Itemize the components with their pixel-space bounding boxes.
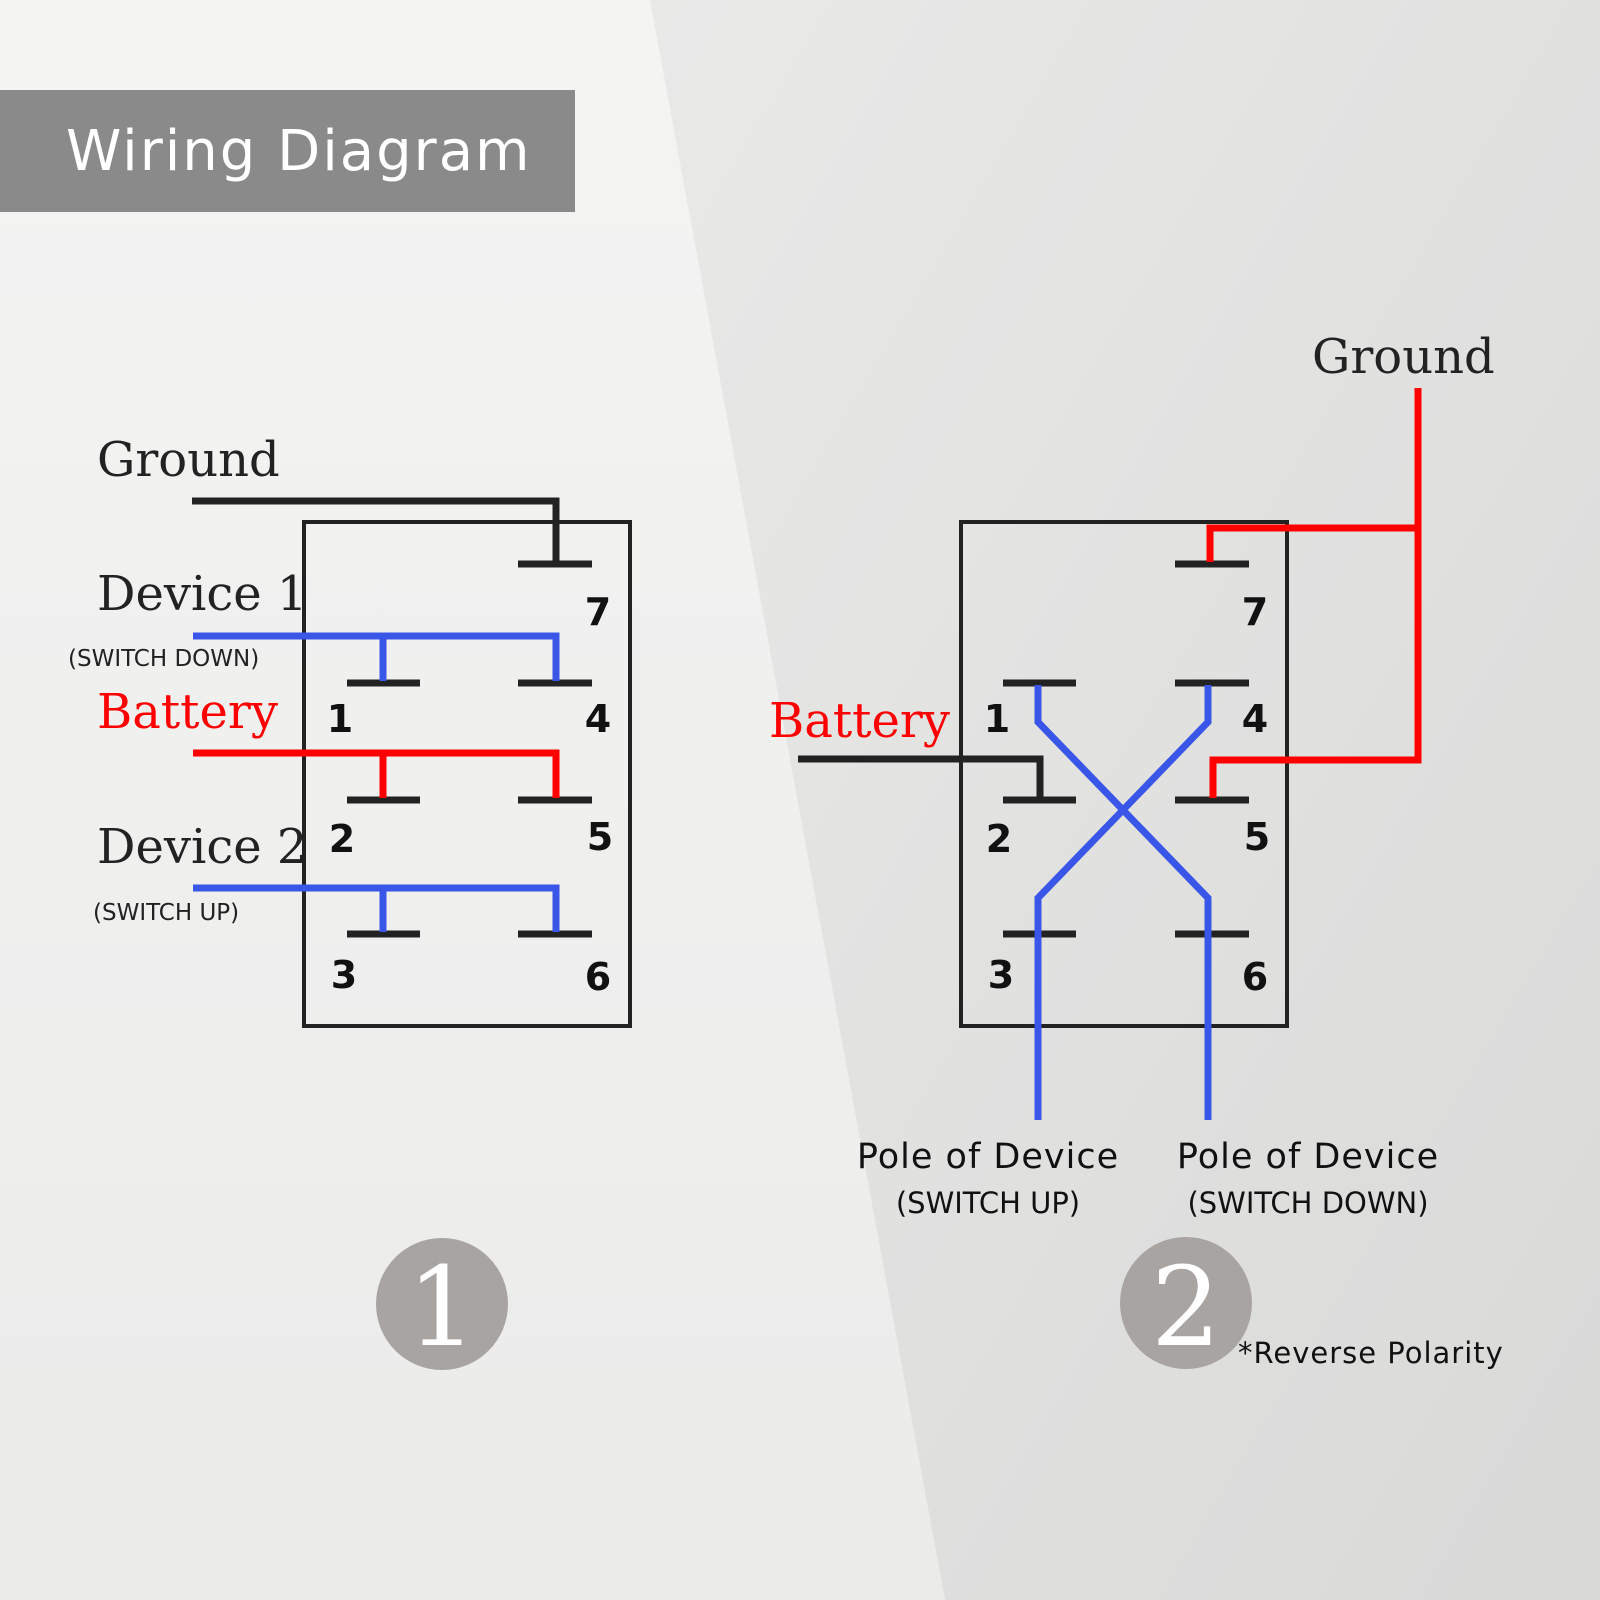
terminal-label-7: 7 — [585, 590, 611, 634]
device1-label: Device 1 — [97, 566, 307, 622]
pole-down-label: Pole of Device — [1177, 1137, 1439, 1177]
terminal-label-4-2: 4 — [1242, 697, 1268, 741]
ground-label-2: Ground — [1312, 329, 1495, 385]
device2-wire — [193, 884, 560, 932]
battery-label-2: Battery — [769, 693, 950, 749]
terminal-bars-1 — [347, 560, 592, 938]
device2-note: (SWITCH UP) — [93, 900, 239, 926]
terminal-label-1: 1 — [327, 697, 353, 741]
terminal-label-6-2: 6 — [1242, 955, 1268, 999]
battery-label-1: Battery — [97, 684, 278, 740]
reverse-polarity-note: *Reverse Polarity — [1238, 1336, 1504, 1370]
badge-2 — [1120, 1237, 1252, 1369]
ground-label-1: Ground — [97, 432, 280, 488]
badge-1 — [376, 1238, 508, 1370]
page-title: Wiring Diagram — [66, 119, 532, 184]
pole-up-label: Pole of Device — [857, 1137, 1119, 1177]
terminal-bars-2 — [1003, 560, 1249, 938]
device1-wire — [193, 632, 560, 681]
terminal-label-3: 3 — [331, 953, 357, 997]
pole-up-note: (SWITCH UP) — [896, 1186, 1080, 1220]
battery-wire-2 — [798, 755, 1044, 798]
pole-down-note: (SWITCH DOWN) — [1187, 1186, 1428, 1220]
terminal-label-7-2: 7 — [1242, 590, 1268, 634]
terminal-label-4: 4 — [585, 697, 611, 741]
terminal-label-6: 6 — [585, 955, 611, 999]
background-right-panel — [650, 0, 1600, 1600]
device2-label: Device 2 — [97, 819, 307, 875]
pole-down-wire — [1034, 685, 1212, 1120]
terminal-label-1-2: 1 — [984, 697, 1010, 741]
badge-1-number: 1 — [407, 1243, 477, 1371]
switch-body-2 — [959, 520, 1289, 1028]
terminal-label-2: 2 — [329, 817, 355, 861]
battery-wire-1 — [193, 749, 560, 798]
terminal-label-3-2: 3 — [988, 953, 1014, 997]
terminal-label-2-2: 2 — [986, 817, 1012, 861]
terminal-label-5-2: 5 — [1244, 815, 1270, 859]
ground-wire-2 — [1209, 388, 1422, 798]
badge-2-number: 2 — [1151, 1243, 1221, 1371]
diagram-1: 7 1 4 2 5 3 6 Ground Device 1 (SWITCH DO… — [68, 432, 632, 1371]
title-banner — [0, 90, 575, 212]
diagram-2: 7 1 4 2 5 3 6 Ground Battery Pole of Dev… — [769, 329, 1504, 1371]
ground-wire-2-top — [1206, 524, 1418, 562]
ground-wire-1 — [192, 497, 560, 562]
terminal-label-5: 5 — [587, 815, 613, 859]
switch-body-1 — [302, 520, 632, 1028]
device1-note: (SWITCH DOWN) — [68, 646, 259, 672]
